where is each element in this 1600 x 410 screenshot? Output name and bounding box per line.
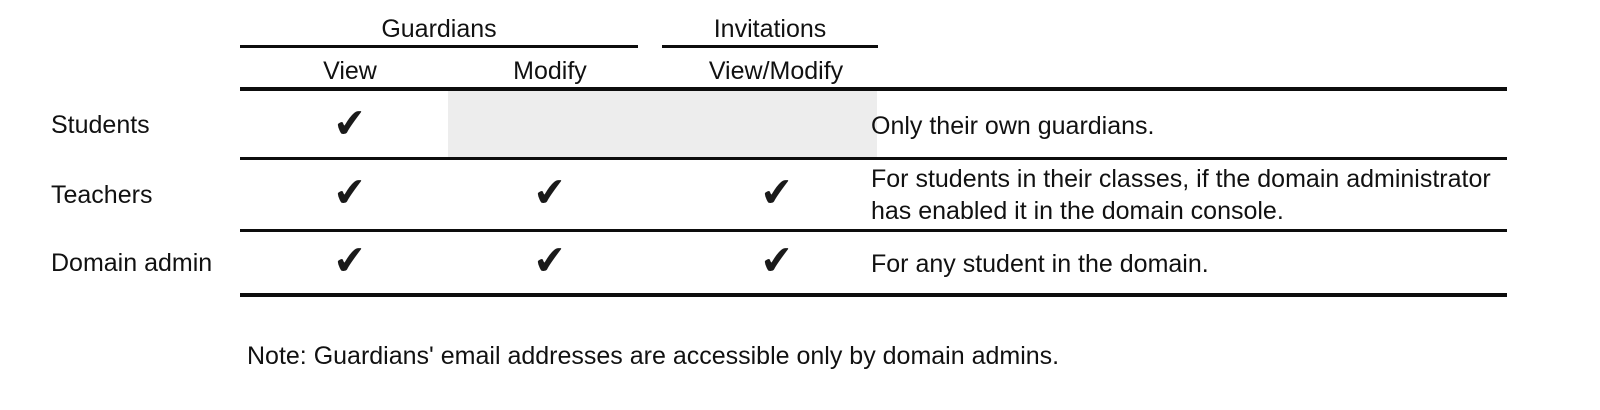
note-domain-admin: For any student in the domain. <box>871 250 1209 278</box>
cell-shaded-students-modify <box>448 91 877 157</box>
row-rule-1 <box>240 157 1507 160</box>
group-rule-invitations <box>662 45 878 48</box>
checkmark-domain-admin-invitations: ✔ <box>758 236 796 286</box>
row-label-teachers: Teachers <box>51 181 153 209</box>
checkmark-teachers-invitations: ✔ <box>758 168 796 218</box>
table-bottom-rule <box>240 293 1507 297</box>
column-header-view-modify: View/Modify <box>708 57 844 85</box>
note-students: Only their own guardians. <box>871 112 1155 140</box>
table-top-rule <box>240 87 1507 91</box>
row-label-students: Students <box>51 111 150 139</box>
checkmark-domain-admin-guardians-modify: ✔ <box>531 236 569 286</box>
column-group-guardians: Guardians <box>381 15 497 43</box>
column-header-modify: Modify <box>513 57 587 85</box>
checkmark-teachers-guardians-modify: ✔ <box>531 168 569 218</box>
row-rule-2 <box>240 229 1507 232</box>
checkmark-students-guardians-view: ✔ <box>331 99 369 149</box>
note-teachers: For students in their classes, if the do… <box>871 165 1491 225</box>
footer-note: Note: Guardians' email addresses are acc… <box>247 342 1060 370</box>
checkmark-teachers-guardians-view: ✔ <box>331 168 369 218</box>
column-header-view: View <box>323 57 377 85</box>
row-label-domain-admin: Domain admin <box>51 249 213 277</box>
column-group-invitations: Invitations <box>713 15 827 43</box>
group-rule-guardians <box>240 45 638 48</box>
checkmark-domain-admin-guardians-view: ✔ <box>331 236 369 286</box>
